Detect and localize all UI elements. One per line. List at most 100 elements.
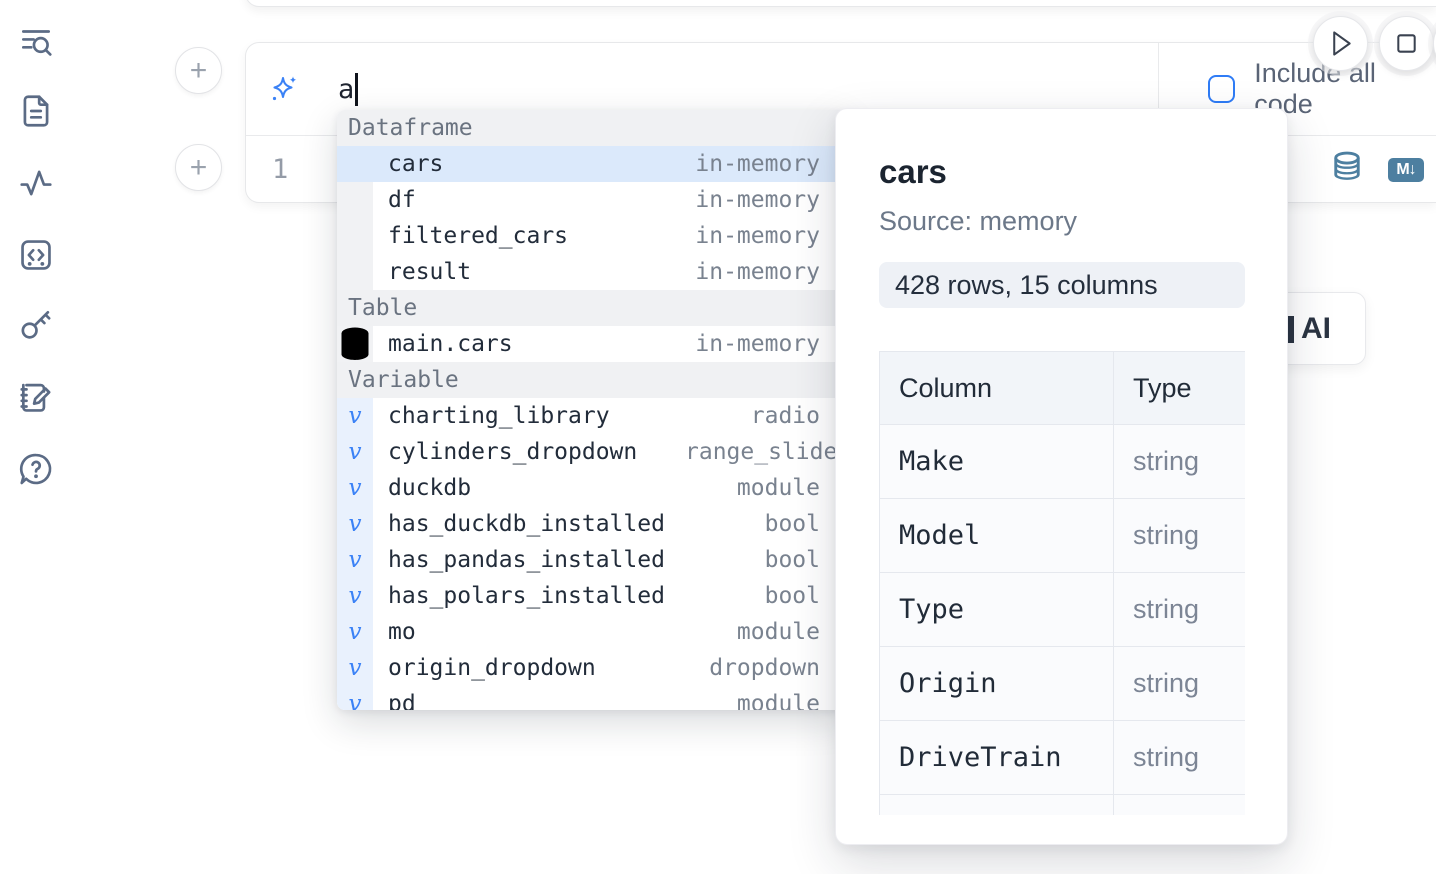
popup-source: Source: memory — [879, 206, 1078, 236]
autocomplete-item-type: range_slider — [685, 439, 835, 465]
schema-column-type: string — [1113, 424, 1245, 499]
stop-button[interactable] — [1379, 16, 1434, 71]
variable-icon: v — [337, 398, 373, 434]
ai-prompt-input[interactable]: a — [246, 43, 1158, 135]
play-icon — [1333, 31, 1351, 56]
schema-column-type: string — [1113, 572, 1245, 647]
clipped-letter — [1288, 316, 1294, 343]
key-icon[interactable] — [17, 306, 55, 344]
autocomplete-item-type: in-memory — [695, 331, 820, 357]
autocomplete-item[interactable]: v mo module — [337, 614, 847, 650]
autocomplete-section-header: Variable — [337, 362, 847, 398]
scratchpad-icon[interactable] — [17, 378, 55, 416]
autocomplete-item-name: mo — [388, 619, 416, 645]
autocomplete-item-type: module — [736, 475, 820, 501]
autocomplete-item-type: bool — [764, 511, 820, 537]
include-all-code-checkbox[interactable] — [1208, 75, 1236, 103]
ai-prompt-text: a — [338, 73, 355, 105]
autocomplete-item-type: in-memory — [695, 187, 820, 213]
autocomplete-item-name: duckdb — [388, 475, 472, 501]
autocomplete-item-type: module — [736, 691, 820, 710]
schema-column-type: string — [1113, 646, 1245, 721]
shape-badge: 428 rows, 15 columns — [879, 262, 1245, 308]
autocomplete-item-type: bool — [764, 547, 820, 573]
markdown-icon[interactable]: M↓ — [1388, 158, 1424, 182]
activity-icon[interactable] — [17, 164, 55, 202]
autocomplete-item[interactable]: v has_pandas_installed bool — [337, 542, 847, 578]
autocomplete-dropdown: Dataframe cars in-memory df in-memory fi… — [337, 110, 847, 710]
autocomplete-item-type: in-memory — [695, 223, 820, 249]
database-icon[interactable] — [1332, 150, 1362, 191]
autocomplete-item[interactable]: main.cars in-memory — [337, 326, 847, 362]
cell-actions: M↓ — [1332, 143, 1424, 197]
line-number: 1 — [272, 154, 289, 185]
variable-icon: v — [337, 470, 373, 506]
autocomplete-item[interactable]: v origin_dropdown dropdown — [337, 650, 847, 686]
autocomplete-item[interactable]: v has_polars_installed bool — [337, 578, 847, 614]
autocomplete-item[interactable]: v pd module — [337, 686, 847, 710]
variable-icon: v — [337, 578, 373, 614]
schema-column-type: string — [1113, 498, 1245, 573]
add-cell-below-button[interactable]: + — [175, 144, 222, 191]
stop-icon — [1397, 34, 1416, 53]
autocomplete-item-type: bool — [764, 583, 820, 609]
variable-icon: v — [337, 542, 373, 578]
autocomplete-section-header: Table — [337, 290, 847, 326]
autocomplete-section-header: Dataframe — [337, 110, 847, 146]
autocomplete-item-name: df — [388, 187, 416, 213]
autocomplete-item-name: main.cars — [388, 331, 513, 357]
schema-header-column: Column — [879, 351, 1114, 425]
autocomplete-item[interactable]: v cylinders_dropdown range_slider — [337, 434, 847, 470]
variable-icon: v — [337, 650, 373, 686]
autocomplete-item[interactable]: filtered_cars in-memory — [337, 218, 847, 254]
popup-title: cars — [879, 153, 947, 190]
variable-icon: v — [337, 614, 373, 650]
file-document-icon[interactable] — [17, 92, 55, 130]
schema-column-name: Type — [879, 572, 1114, 647]
ai-button-label: AI — [1301, 312, 1331, 345]
autocomplete-item[interactable]: cars in-memory — [337, 146, 847, 182]
table-icon — [337, 326, 373, 362]
autocomplete-item-type: in-memory — [695, 151, 820, 177]
dataframe-details-popup: cars Source: memory 428 rows, 15 columns… — [835, 108, 1288, 845]
variable-icon: v — [337, 686, 373, 710]
schema-column-type: string — [1113, 720, 1245, 795]
autocomplete-item[interactable]: v duckdb module — [337, 470, 847, 506]
autocomplete-item-name: cylinders_dropdown — [388, 439, 638, 465]
autocomplete-item[interactable]: result in-memory — [337, 254, 847, 290]
help-icon[interactable] — [17, 450, 55, 488]
code-snippet-icon[interactable] — [17, 236, 55, 274]
autocomplete-item-name: cars — [388, 151, 444, 177]
autocomplete-item-type: module — [736, 619, 820, 645]
dataframe-icon — [337, 254, 373, 290]
variable-icon: v — [337, 434, 373, 470]
add-cell-above-button[interactable]: + — [175, 47, 222, 94]
dataframe-icon — [337, 182, 373, 218]
autocomplete-list: Dataframe cars in-memory df in-memory fi… — [337, 110, 847, 710]
autocomplete-item-type: in-memory — [695, 259, 820, 285]
text-caret — [355, 72, 359, 106]
autocomplete-item[interactable]: df in-memory — [337, 182, 847, 218]
sparkles-icon — [272, 76, 297, 101]
variable-icon: v — [337, 506, 373, 542]
autocomplete-item[interactable]: v charting_library radio — [337, 398, 847, 434]
list-search-icon[interactable] — [17, 22, 55, 60]
ai-prompt-row: a Include all code — [246, 43, 1436, 136]
previous-cell-edge — [245, 0, 1436, 7]
autocomplete-item[interactable]: v has_duckdb_installed bool — [337, 506, 847, 542]
autocomplete-item-type: dropdown — [709, 655, 820, 681]
run-all-button[interactable] — [1313, 16, 1368, 71]
autocomplete-item-name: pd — [388, 691, 416, 710]
dataframe-icon — [337, 218, 373, 254]
schema-column-name: Model — [879, 498, 1114, 573]
autocomplete-item-type: radio — [750, 403, 820, 429]
autocomplete-item-name: origin_dropdown — [388, 655, 596, 681]
code-editor-row[interactable]: 1 — [246, 136, 1436, 203]
autocomplete-item-name: has_polars_installed — [388, 583, 665, 609]
